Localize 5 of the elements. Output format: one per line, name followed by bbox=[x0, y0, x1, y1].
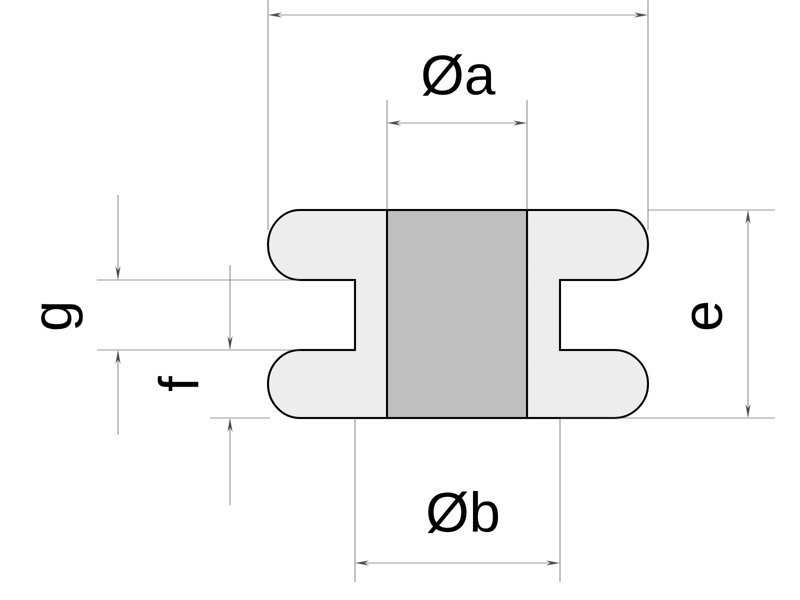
dimension-label: g bbox=[41, 304, 83, 330]
dimension-label: Øa bbox=[422, 54, 496, 96]
dimension-label: f bbox=[158, 376, 198, 391]
dimension-label: Øb bbox=[428, 490, 498, 534]
dimension-label: e bbox=[692, 302, 722, 330]
